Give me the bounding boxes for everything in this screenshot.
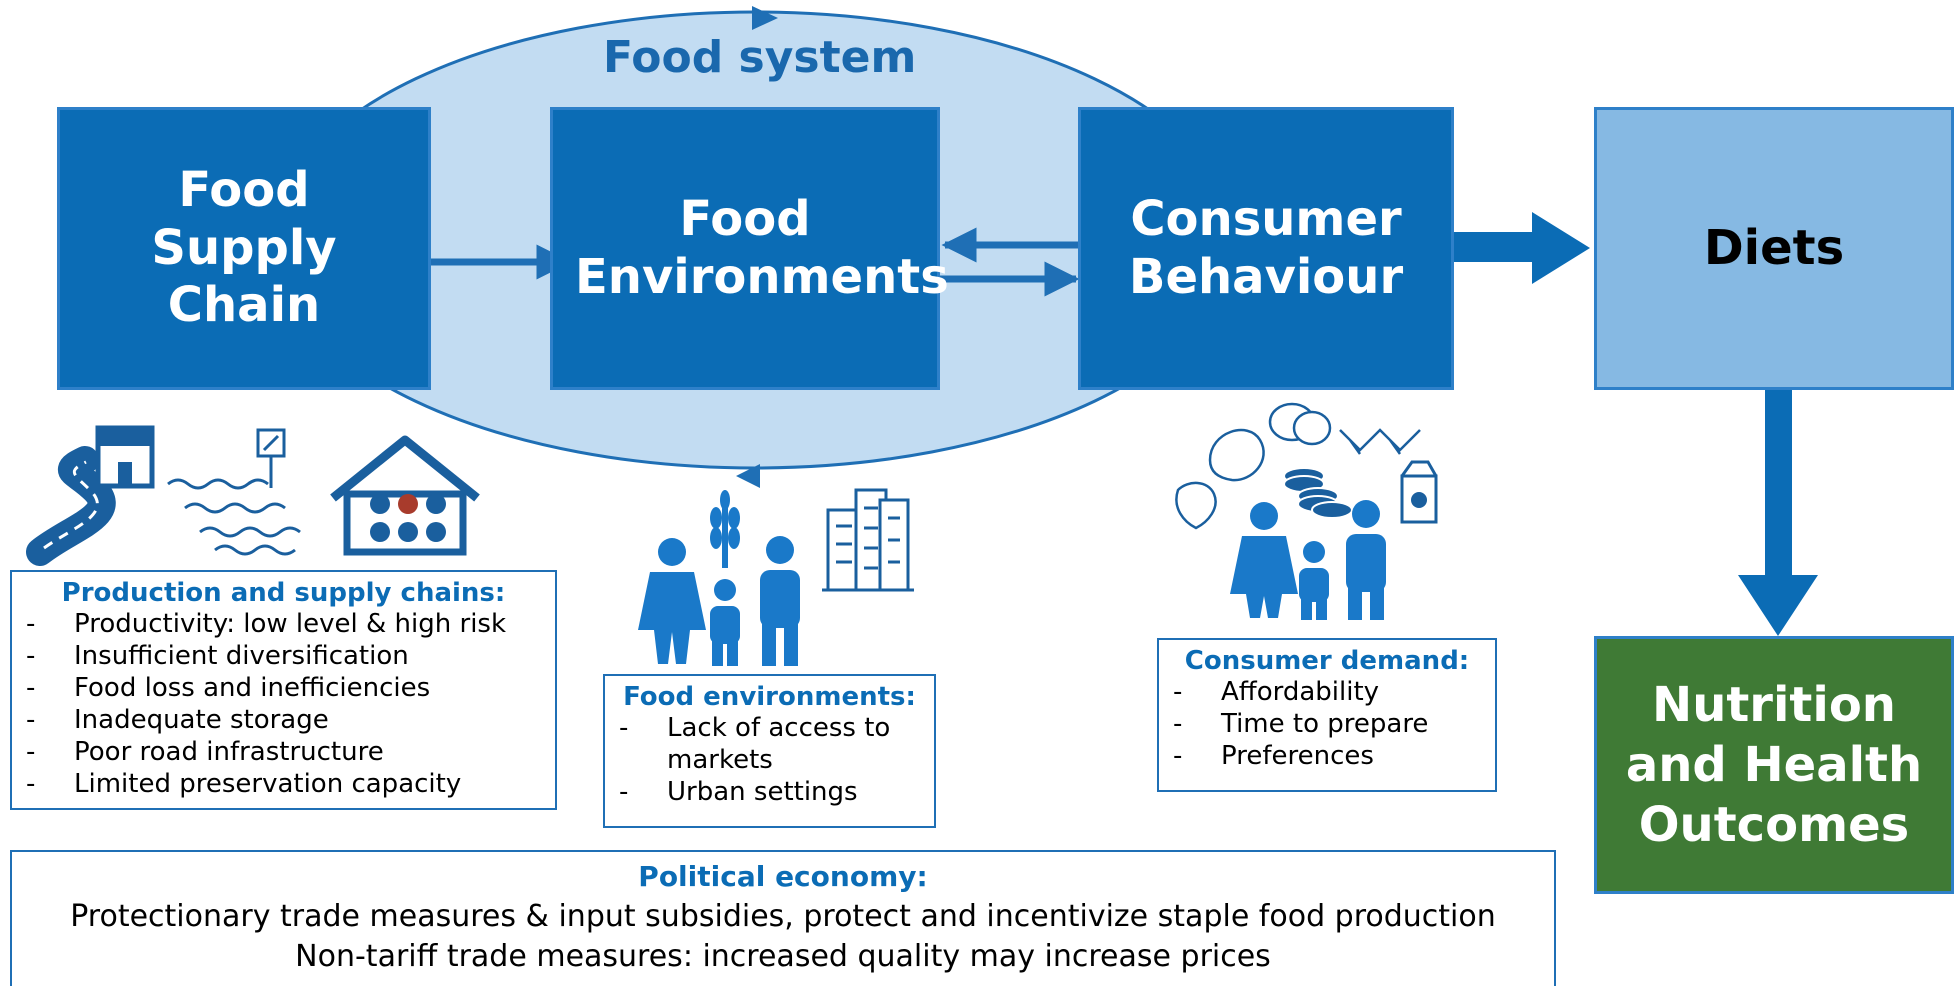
list-item: Limited preservation capacity [12, 768, 555, 800]
consumer-family-icon [1230, 500, 1386, 620]
list-item: Affordability [1159, 676, 1495, 708]
consumer-demand-list: Affordability Time to prepare Preference… [1159, 676, 1495, 772]
consumer-demand-panel-title: Consumer demand: [1184, 646, 1470, 676]
production-list: Productivity: low level & high risk Insu… [12, 608, 555, 800]
political-economy-line-2: Non-tariff trade measures: increased qua… [295, 939, 1271, 974]
city-buildings-icon [822, 488, 914, 592]
political-economy-line-1: Protectionary trade measures & input sub… [70, 899, 1496, 934]
market-stall-icon [95, 425, 155, 489]
food-items-icon [1175, 402, 1421, 530]
nutrition-health-outcomes-box[interactable]: Nutrition and Health Outcomes [1594, 636, 1954, 894]
cycle-arrowhead-bottom-icon [736, 464, 760, 488]
cycle-arrowhead-top-icon [752, 6, 778, 30]
wheat-icon [710, 490, 740, 568]
production-supply-chains-panel: Production and supply chains: Productivi… [10, 570, 557, 810]
political-economy-title: Political economy: [638, 860, 928, 893]
consumer-behaviour-label: Consumer Behaviour [1128, 190, 1404, 305]
political-economy-panel: Political economy: Protectionary trade m… [10, 850, 1556, 986]
list-item: Urban settings [605, 776, 934, 808]
coins-icon [1283, 467, 1353, 519]
list-item: Poor road infrastructure [12, 736, 555, 768]
list-item: Food loss and inefficiencies [12, 672, 555, 704]
food-storage-house-icon [330, 435, 480, 556]
list-item: Time to prepare [1159, 708, 1495, 740]
food-environments-label: Food Environments [575, 190, 949, 305]
consumer-demand-panel: Consumer demand: Affordability Time to p… [1157, 638, 1497, 792]
food-environments-list: Lack of access to markets Urban settings [605, 712, 934, 808]
milk-carton-icon [1400, 460, 1438, 524]
food-supply-chain-box[interactable]: Food Supply Chain [57, 107, 431, 390]
list-item: Productivity: low level & high risk [12, 608, 555, 640]
consumer-behaviour-box[interactable]: Consumer Behaviour [1078, 107, 1454, 390]
food-environments-box[interactable]: Food Environments [550, 107, 949, 390]
food-system-label: Food system [603, 32, 917, 83]
road-icon [26, 446, 116, 566]
arrow-diets-to-outcomes [1738, 390, 1818, 636]
food-environments-panel: Food environments: Lack of access to mar… [603, 674, 936, 828]
list-item: Preferences [1159, 740, 1495, 772]
diets-box[interactable]: Diets [1594, 107, 1954, 390]
family-icon [638, 536, 800, 666]
production-panel-title: Production and supply chains: [61, 578, 506, 608]
nutrition-health-outcomes-label: Nutrition and Health Outcomes [1625, 677, 1923, 853]
arrow-consumer-to-diets [1452, 212, 1590, 284]
food-supply-chain-label: Food Supply Chain [151, 162, 337, 334]
food-environments-panel-title: Food environments: [623, 682, 916, 712]
list-item: Inadequate storage [12, 704, 555, 736]
field-rows-icon [167, 428, 301, 556]
diets-label: Diets [1703, 219, 1845, 276]
list-item: Lack of access to markets [605, 712, 934, 776]
list-item: Insufficient diversification [12, 640, 555, 672]
